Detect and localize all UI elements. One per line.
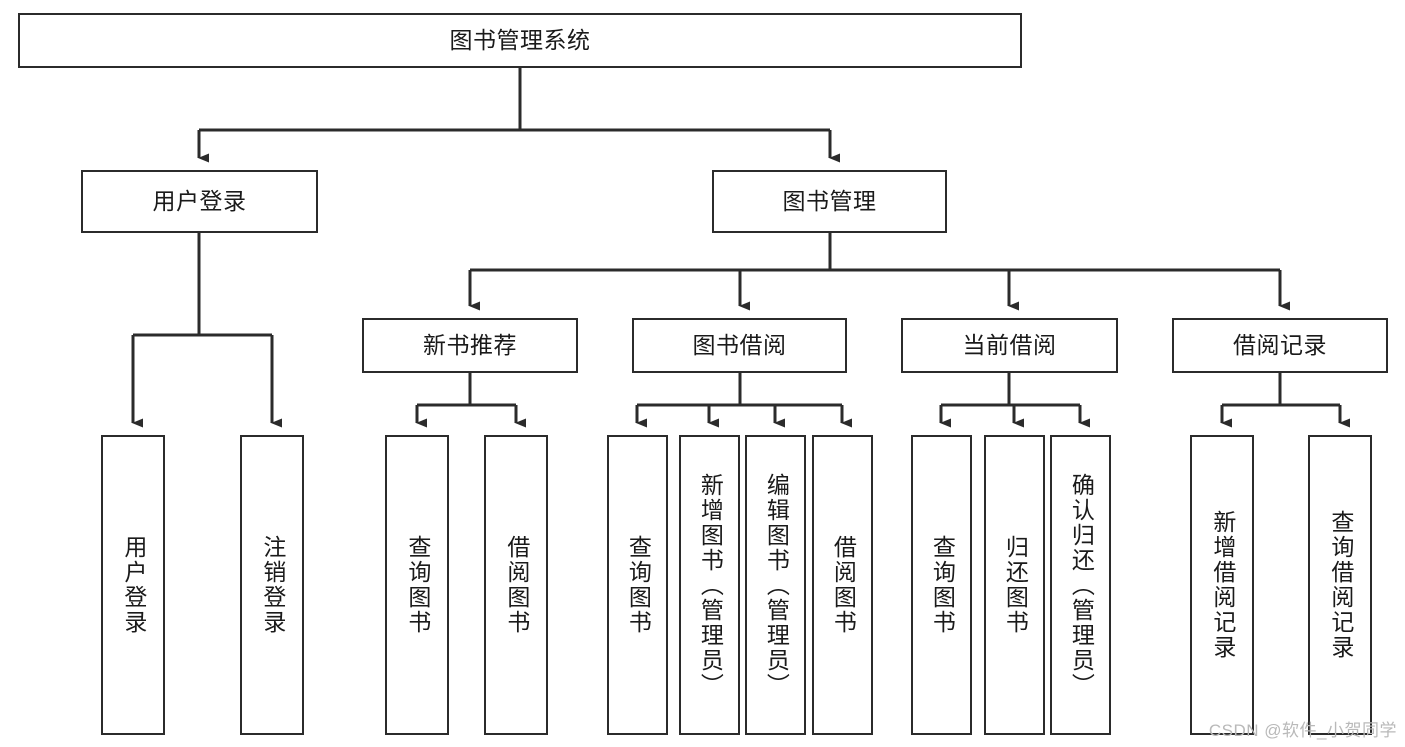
node-leaf-query-book-current[interactable]: 查询图书	[911, 435, 972, 735]
node-leaf-user-login[interactable]: 用户登录	[101, 435, 165, 735]
connector-bookmanage-to-level3	[468, 233, 1290, 311]
connector-currentborrow-to-leaves	[939, 373, 1090, 428]
node-book-manage[interactable]: 图书管理	[712, 170, 947, 233]
node-leaf-query-book-borrow-label: 查询图书	[625, 535, 652, 635]
connector-newbook-to-leaves	[415, 373, 526, 428]
node-leaf-return-book[interactable]: 归还图书	[984, 435, 1045, 735]
node-leaf-borrow-book-new-label: 借阅图书	[503, 535, 530, 635]
node-current-borrow[interactable]: 当前借阅	[901, 318, 1118, 373]
node-leaf-edit-book-admin-label: 编辑图书（管理员）	[763, 472, 790, 698]
node-leaf-add-borrow-record-label: 新增借阅记录	[1209, 510, 1236, 660]
node-leaf-query-book-new[interactable]: 查询图书	[385, 435, 449, 735]
node-leaf-borrow-book-label: 借阅图书	[830, 535, 857, 635]
connector-userlogin-to-leaves	[131, 233, 282, 428]
node-leaf-query-book-current-label: 查询图书	[929, 535, 956, 635]
connector-root-to-level2	[197, 68, 840, 163]
node-leaf-add-book-admin-label: 新增图书（管理员）	[697, 472, 724, 698]
node-leaf-return-book-label: 归还图书	[1002, 535, 1029, 635]
node-borrow-record[interactable]: 借阅记录	[1172, 318, 1388, 373]
node-current-borrow-label: 当前借阅	[962, 331, 1057, 358]
node-book-borrow-label: 图书借阅	[692, 331, 787, 358]
node-leaf-query-borrow-record[interactable]: 查询借阅记录	[1308, 435, 1372, 735]
node-leaf-user-logout-label: 注销登录	[259, 535, 286, 635]
node-book-borrow[interactable]: 图书借阅	[632, 318, 847, 373]
node-leaf-add-borrow-record[interactable]: 新增借阅记录	[1190, 435, 1254, 735]
node-leaf-edit-book-admin[interactable]: 编辑图书（管理员）	[745, 435, 806, 735]
node-leaf-user-logout[interactable]: 注销登录	[240, 435, 304, 735]
node-leaf-query-borrow-record-label: 查询借阅记录	[1327, 510, 1354, 660]
connector-bookborrow-to-leaves	[635, 373, 852, 428]
node-root-system[interactable]: 图书管理系统	[18, 13, 1022, 68]
node-leaf-confirm-return-admin-label: 确认归还（管理员）	[1068, 472, 1095, 698]
node-root-label: 图书管理系统	[449, 26, 591, 53]
node-borrow-record-label: 借阅记录	[1233, 331, 1327, 358]
connector-borrowrecord-to-leaves	[1220, 373, 1350, 428]
node-new-book-recommend-label: 新书推荐	[423, 331, 517, 358]
watermark-text: CSDN @软件_小贺同学	[1208, 721, 1397, 740]
node-leaf-query-book-new-label: 查询图书	[404, 535, 431, 635]
node-leaf-confirm-return-admin[interactable]: 确认归还（管理员）	[1050, 435, 1111, 735]
node-leaf-query-book-borrow[interactable]: 查询图书	[607, 435, 668, 735]
node-leaf-borrow-book[interactable]: 借阅图书	[812, 435, 873, 735]
node-user-login[interactable]: 用户登录	[81, 170, 318, 233]
node-book-manage-label: 图书管理	[782, 187, 877, 214]
node-user-login-label: 用户登录	[152, 187, 247, 214]
node-leaf-borrow-book-new[interactable]: 借阅图书	[484, 435, 548, 735]
node-new-book-recommend[interactable]: 新书推荐	[362, 318, 578, 373]
node-leaf-user-login-label: 用户登录	[120, 535, 147, 635]
node-leaf-add-book-admin[interactable]: 新增图书（管理员）	[679, 435, 740, 735]
